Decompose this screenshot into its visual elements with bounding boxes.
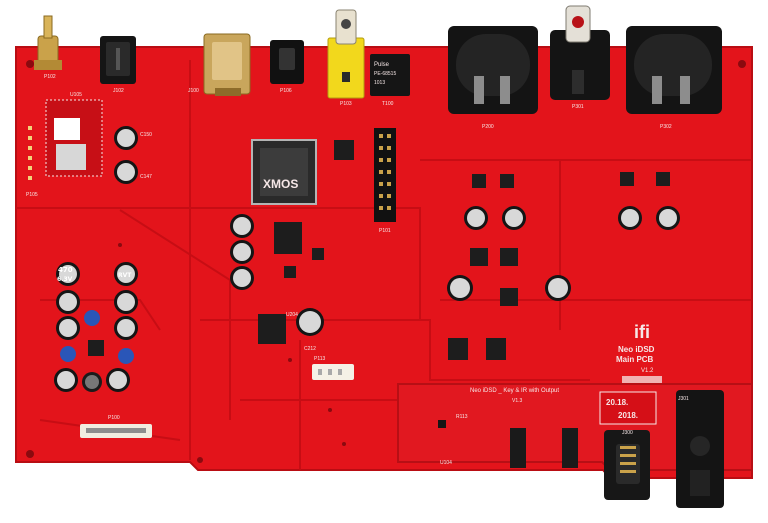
label-p301: P301 — [572, 104, 584, 110]
label-c150: C150 — [140, 132, 152, 138]
label-p106: P106 — [280, 88, 292, 94]
capacitor-bank-left — [54, 262, 138, 392]
board-title-line2: Main PCB — [616, 355, 654, 364]
board-title-line1: Neo iDSD — [618, 345, 655, 354]
pcb-vias — [26, 60, 746, 463]
brand-mark: ifi — [634, 322, 650, 342]
label-j301: J301 — [678, 396, 689, 402]
coax-connector — [327, 9, 365, 99]
label-j100: J100 — [188, 88, 199, 94]
blue-capacitors — [60, 310, 134, 364]
transformer-line-2: PE-68515 — [374, 71, 396, 77]
label-r113: R113 — [456, 414, 468, 420]
antenna-connector — [34, 15, 62, 70]
label-p200: P200 — [482, 124, 494, 130]
daughter-board-version: V1.3 — [512, 398, 523, 404]
xlr-connector-left — [448, 26, 538, 114]
label-p100: P100 — [108, 415, 120, 421]
xmos-chip — [251, 139, 317, 205]
label-u104: U104 — [440, 460, 452, 466]
label-p102: P102 — [44, 74, 56, 80]
capacitor-bank-right — [447, 206, 680, 301]
connector-p113 — [312, 364, 354, 380]
label-j102: J102 — [113, 88, 124, 94]
label-p105: P105 — [26, 192, 38, 198]
pin-header-p101 — [374, 128, 396, 222]
label-p113: P113 — [314, 356, 326, 362]
label-u204: U204 — [286, 312, 298, 318]
capacitor-c150 — [114, 126, 138, 150]
usb-connector — [203, 33, 251, 96]
display-text-2: 2018. — [618, 411, 638, 420]
ffc-connector — [80, 424, 152, 438]
cap-voltage-text: 6.3V — [57, 276, 73, 283]
label-p101: P101 — [379, 228, 391, 234]
label-u105: U105 — [70, 92, 82, 98]
capacitor-bank-middle — [230, 214, 324, 336]
rca-connector — [550, 5, 610, 100]
display-text-1: 20.18. — [606, 398, 628, 407]
cap-value-text: 470 — [58, 266, 73, 274]
label-c147: C147 — [140, 174, 152, 180]
label-c212: C212 — [304, 346, 316, 352]
rf-module — [45, 99, 103, 177]
dc-power-jack — [100, 36, 136, 84]
small-ics — [88, 140, 670, 360]
cap-rating-text: RVT — [118, 272, 132, 279]
board-version: V1.2 — [641, 368, 654, 374]
optical-connector — [270, 40, 304, 84]
label-j300: J300 — [622, 430, 633, 436]
capacitor-c147 — [114, 160, 138, 184]
daughter-board: Neo iDSD _ Key & IR with Output V1.3 20.… — [397, 383, 753, 508]
transformer-line-3: 1013 — [374, 80, 385, 86]
transformer-line-1: Pulse — [374, 62, 390, 68]
label-t100: T100 — [382, 101, 394, 107]
chip-logo: XMOS — [263, 177, 298, 191]
label-p103: P103 — [340, 101, 352, 107]
daughter-board-title: Neo iDSD _ Key & IR with Output — [470, 388, 559, 394]
pin-header-p105 — [28, 126, 32, 180]
label-p302: P302 — [660, 124, 672, 130]
pulse-transformer: Pulse PE-68515 1013 — [370, 54, 410, 96]
xlr-connector-right — [626, 26, 722, 114]
branding-block: ifi Neo iDSD Main PCB V1.2 — [616, 322, 662, 384]
